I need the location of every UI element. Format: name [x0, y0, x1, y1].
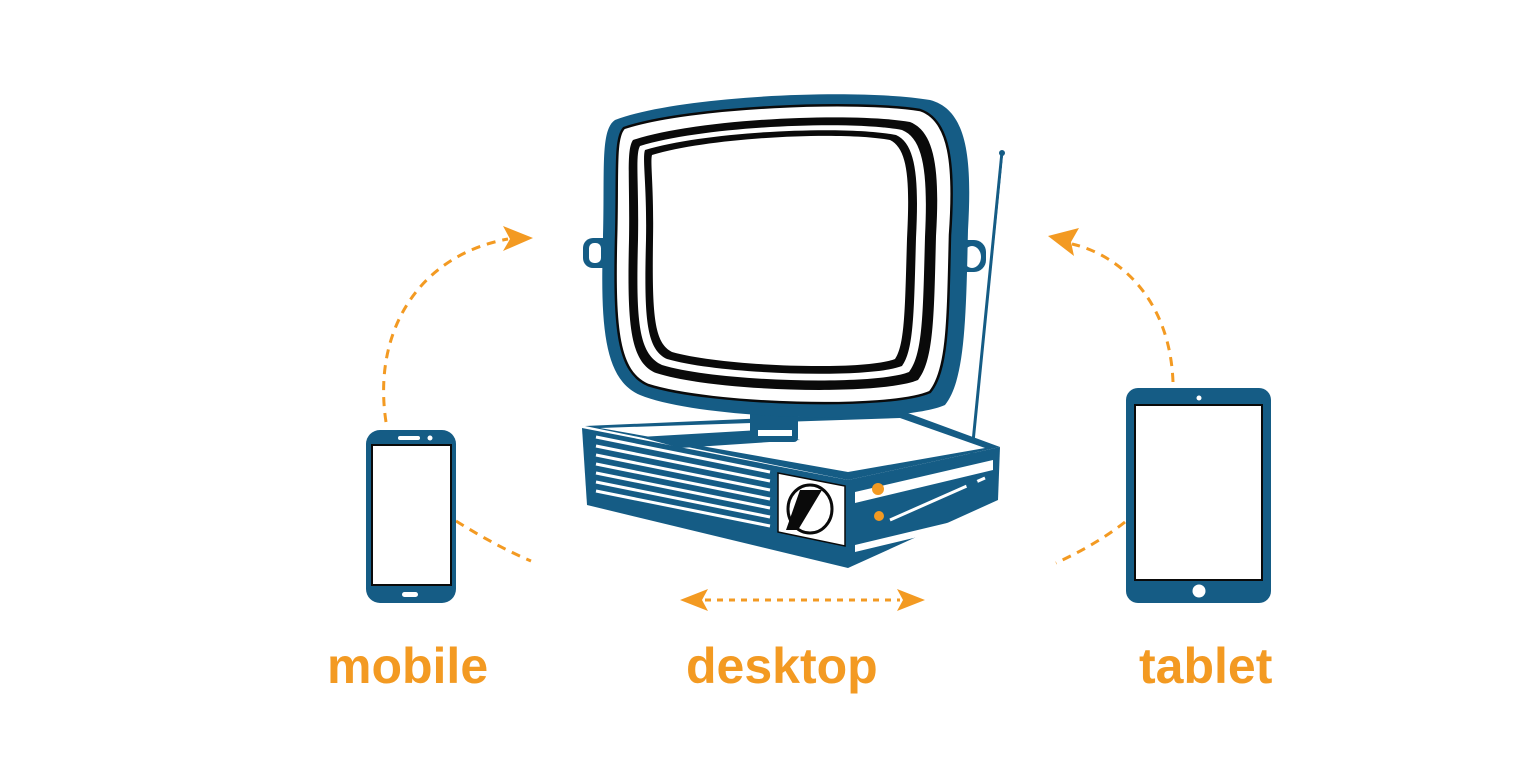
tablet-to-desktop-connector [1048, 228, 1175, 565]
tablet-icon [1126, 388, 1271, 603]
smartphone-icon [366, 430, 456, 603]
speaker-grille [595, 435, 771, 528]
device-label-mobile: mobile [327, 638, 489, 694]
mobile-to-desktop-connector [382, 226, 533, 563]
device-label-desktop: desktop [686, 638, 878, 694]
tv-screen [651, 135, 909, 367]
brand-logo-plate [777, 472, 846, 547]
device-label-tablet: tablet [1139, 638, 1273, 694]
desktop-resize-arrow [680, 589, 925, 611]
retro-tv-icon [582, 94, 1005, 568]
